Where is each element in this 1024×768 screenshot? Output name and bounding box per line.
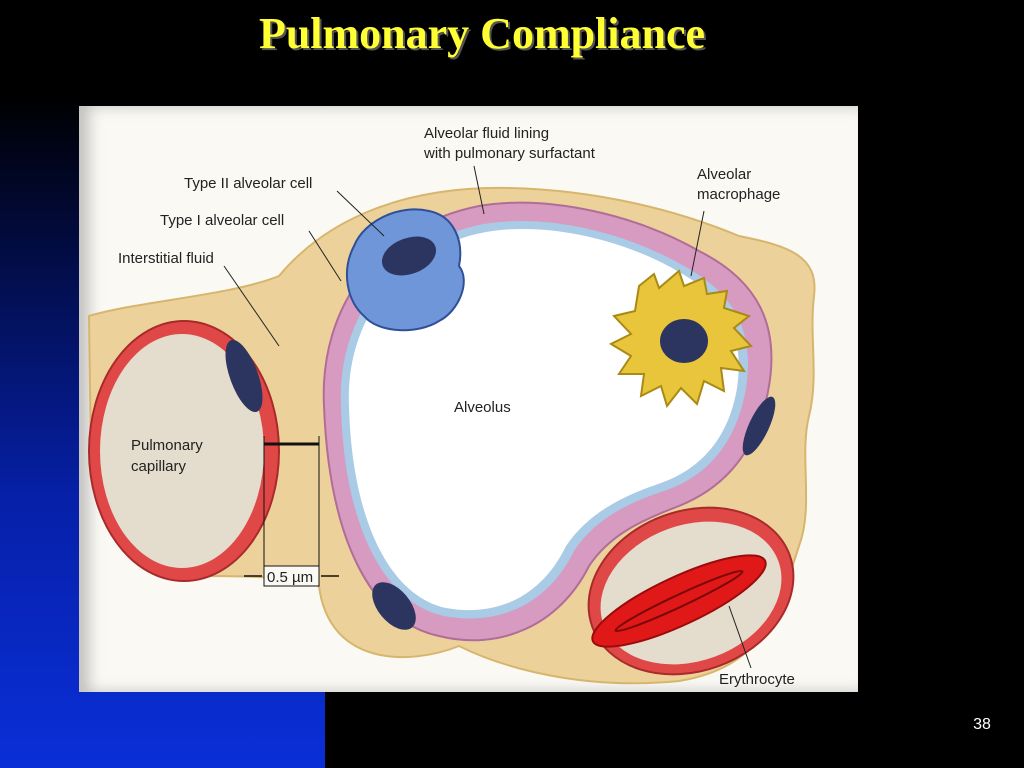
label-alveolus: Alveolus [454, 399, 511, 416]
distance-label-box [263, 565, 320, 587]
leader-type2 [336, 190, 385, 237]
alveolus-illustration: Alveolar fluid lining with pulmonary sur… [87, 125, 816, 688]
label-pulmonary-capillary-2: capillary [131, 458, 187, 475]
erythrocyte-shape [591, 554, 767, 648]
label-alveolar-fluid-lining-1: Alveolar fluid lining [424, 125, 549, 142]
wall-nucleus [742, 396, 776, 456]
label-interstitial-fluid: Interstitial fluid [118, 250, 214, 267]
leader-fluid-lining [473, 165, 485, 215]
label-type2-alveolar-cell: Type II alveolar cell [184, 175, 312, 192]
erythrocyte-highlight [614, 569, 744, 633]
leader-type1 [308, 230, 342, 282]
type2-cell-nucleus [381, 236, 437, 276]
alveolus-diagram: Alveolar fluid lining with pulmonary sur… [79, 106, 858, 692]
label-distance: 0.5 µm [267, 569, 313, 586]
slide-title: Pulmonary Compliance [258, 9, 706, 58]
leader-interstitial [223, 265, 280, 347]
page-number: 38 [973, 716, 991, 733]
label-type1-alveolar-cell: Type I alveolar cell [160, 212, 284, 229]
leader-macrophage [690, 210, 705, 277]
label-pulmonary-capillary-1: Pulmonary [131, 437, 203, 454]
leader-erythrocyte [728, 605, 752, 669]
label-alveolar-fluid-lining-2: with pulmonary surfactant [423, 145, 596, 162]
label-alveolar-macrophage-1: Alveolar [697, 166, 751, 183]
wall-nucleus [372, 582, 416, 630]
label-alveolar-macrophage-2: macrophage [697, 186, 780, 203]
left-capillary-nucleus [225, 339, 263, 413]
left-capillary-lumen [100, 334, 264, 568]
label-erythrocyte: Erythrocyte [719, 671, 795, 688]
macrophage-nucleus [660, 319, 708, 363]
